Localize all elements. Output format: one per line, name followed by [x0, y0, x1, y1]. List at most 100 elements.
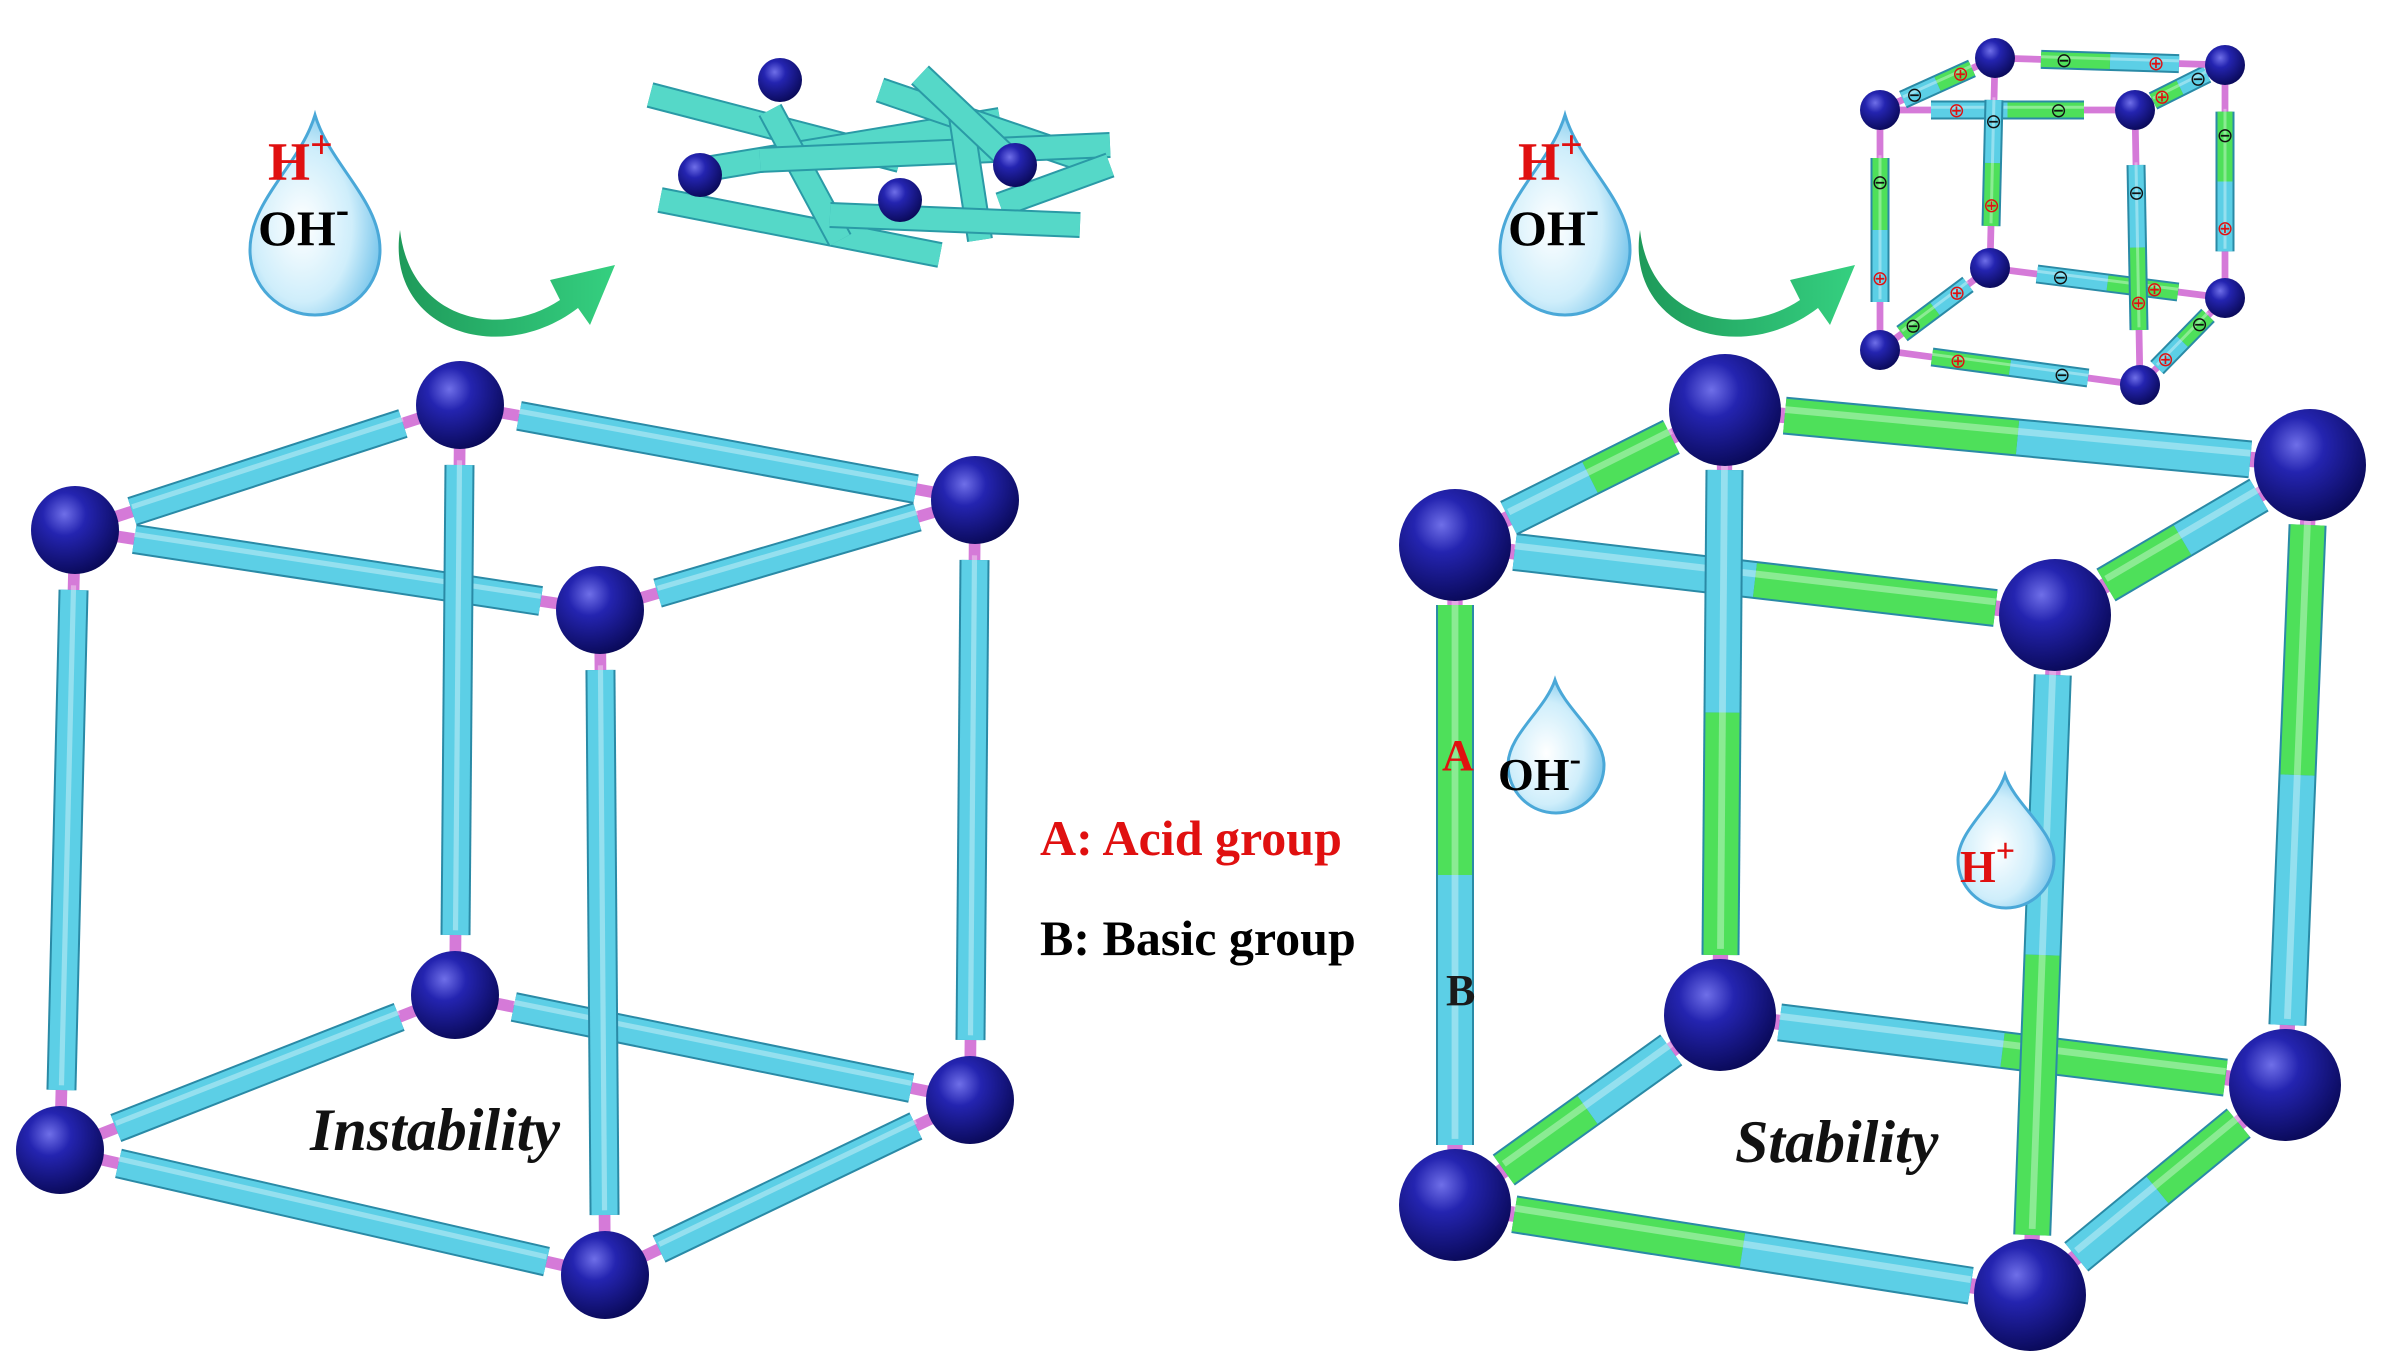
- collapsed-rod: [996, 154, 1114, 216]
- stability-caption: Stability: [1735, 1109, 1939, 1175]
- small-cube-rod-segment: [1897, 302, 1940, 340]
- right-cube-rod-segment: [2097, 525, 2192, 600]
- right-cube-rod-segment: [1783, 398, 2020, 455]
- framework-rods: [46, 49, 2327, 1305]
- negative-charge-mark: ⊖: [2191, 312, 2208, 336]
- small-cube-rod-segment: [2008, 360, 2090, 386]
- right-cube-rod-segment: [1703, 712, 1740, 956]
- right-cube-node: [2229, 1029, 2341, 1141]
- small-cube-rod-highlight: [1989, 97, 1996, 224]
- left-cube-rod-highlight: [967, 555, 978, 1036]
- right-cube-rod-highlight: [1507, 427, 1673, 516]
- left-water-drop-icon: [248, 109, 382, 317]
- small-cube-rod-highlight: [2036, 269, 2179, 291]
- left-cube-rod-highlight: [133, 531, 542, 599]
- legend-basic-group: B: Basic group: [1040, 910, 1356, 966]
- small-cube-rod-segment: [2149, 80, 2184, 108]
- left-cube-rod-highlight: [656, 509, 919, 591]
- collapsed-node: [678, 153, 722, 197]
- left-curved-arrow: [398, 230, 615, 337]
- left-cube-rod-highlight: [657, 1118, 918, 1247]
- inner-h-water-drop-icon: [1956, 770, 2056, 910]
- inner-hydroxide-label: OH-: [1498, 741, 1581, 800]
- instability-caption: Instability: [309, 1097, 560, 1163]
- left-cube-rod-segment: [957, 559, 988, 1041]
- small-cube-node: [2120, 365, 2160, 405]
- small-cube-rod-segment: [2040, 51, 2111, 69]
- right-cube-rod-segment: [1501, 462, 1598, 534]
- right-cube-rod-highlight: [1501, 1041, 1674, 1167]
- legend-acid-group: A: Acid group: [1040, 810, 1342, 866]
- right-cube-rod-segment: [1777, 1005, 2005, 1067]
- left-cube-node: [31, 486, 119, 574]
- left-cube-node: [556, 566, 644, 654]
- positive-charge-mark: ⊕: [2146, 277, 2163, 301]
- small-cube-node: [1970, 248, 2010, 288]
- right-cube-rod-segment: [2065, 1176, 2169, 1270]
- right-water-drop-icon: [1498, 109, 1632, 317]
- right-cube-node: [1664, 959, 1776, 1071]
- left-cube-rod-highlight: [131, 416, 404, 510]
- left-cube-node: [931, 456, 1019, 544]
- positive-charge-mark: ⊕: [2217, 216, 2234, 240]
- right-cube-rod-highlight: [1717, 463, 1728, 949]
- negative-charge-mark: ⊖: [1906, 82, 1923, 106]
- right-hydroxide-label: OH-: [1508, 187, 1599, 256]
- left-cube-rod-highlight: [114, 1009, 401, 1126]
- right-cube-rod-segment: [1511, 1197, 1746, 1267]
- right-cube-rod-highlight: [1513, 1204, 1972, 1283]
- left-cube-rod-highlight: [513, 999, 912, 1086]
- left-cube-rod-segment: [516, 403, 919, 502]
- small-cube-rod-highlight: [2155, 311, 2210, 366]
- right-cube-rod-segment: [1753, 563, 1998, 625]
- left-cube-rod-segment: [442, 464, 473, 936]
- right-cube-rod-highlight: [2028, 668, 2057, 1230]
- right-cube-node: [1974, 1239, 2086, 1351]
- left-cube-node: [16, 1106, 104, 1194]
- left-cube-rod-highlight: [597, 665, 608, 1211]
- right-cube-node: [1669, 354, 1781, 466]
- right-cube-rod-segment: [2015, 954, 2060, 1236]
- positive-charge-mark: ⊕: [1948, 98, 1965, 122]
- left-cube-rod-segment: [115, 1150, 550, 1275]
- small-cube-rod-segment: [1930, 278, 1973, 316]
- right-cube-rod-highlight: [1779, 1012, 2226, 1075]
- left-cube-node: [561, 1231, 649, 1319]
- right-proton-label: H+: [1518, 122, 1583, 192]
- right-cube-rod-highlight: [2284, 518, 2311, 1020]
- collapsed-rod: [912, 67, 1018, 168]
- positive-charge-mark: ⊕: [2148, 51, 2165, 75]
- collapsed-node: [993, 143, 1037, 187]
- negative-charge-mark: ⊖: [2052, 265, 2069, 289]
- right-cube-rod-segment: [1705, 469, 1742, 713]
- small-cube-node: [2205, 45, 2245, 85]
- positive-charge-mark: ⊕: [1949, 281, 1966, 305]
- right-cube-node: [2254, 409, 2366, 521]
- small-cube-rod-highlight: [1901, 280, 1969, 333]
- right-cube-node: [1999, 559, 2111, 671]
- framework-nodes: [16, 38, 2366, 1351]
- left-cube-rod-segment: [587, 669, 618, 1216]
- left-cube-rod-highlight: [58, 585, 77, 1086]
- negative-charge-mark: ⊖: [1905, 313, 1922, 337]
- small-cube-rod-segment: [2177, 310, 2214, 347]
- collapsed-node: [878, 178, 922, 222]
- collapsed-rod: [829, 204, 1081, 236]
- right-cube-rod-segment: [2173, 480, 2268, 555]
- small-cube-rod-segment: [1899, 77, 1941, 107]
- left-cube-node: [416, 361, 504, 449]
- small-cube-rod-segment: [2036, 266, 2109, 291]
- right-cube-rod-segment: [2270, 774, 2315, 1026]
- small-cube-node: [2205, 278, 2245, 318]
- left-cube-node: [411, 951, 499, 1039]
- negative-charge-mark: ⊖: [2056, 48, 2073, 72]
- left-cube-rod-highlight: [518, 408, 917, 487]
- left-cube-rod-segment: [111, 1004, 404, 1141]
- positive-charge-mark: ⊕: [2130, 291, 2147, 315]
- rod-basic-label: B: [1446, 966, 1475, 1015]
- right-cube-rod-segment: [2280, 524, 2325, 776]
- negative-charge-mark: ⊖: [2050, 98, 2067, 122]
- positive-charge-mark: ⊕: [1952, 62, 1969, 86]
- positive-charge-mark: ⊕: [2154, 85, 2171, 109]
